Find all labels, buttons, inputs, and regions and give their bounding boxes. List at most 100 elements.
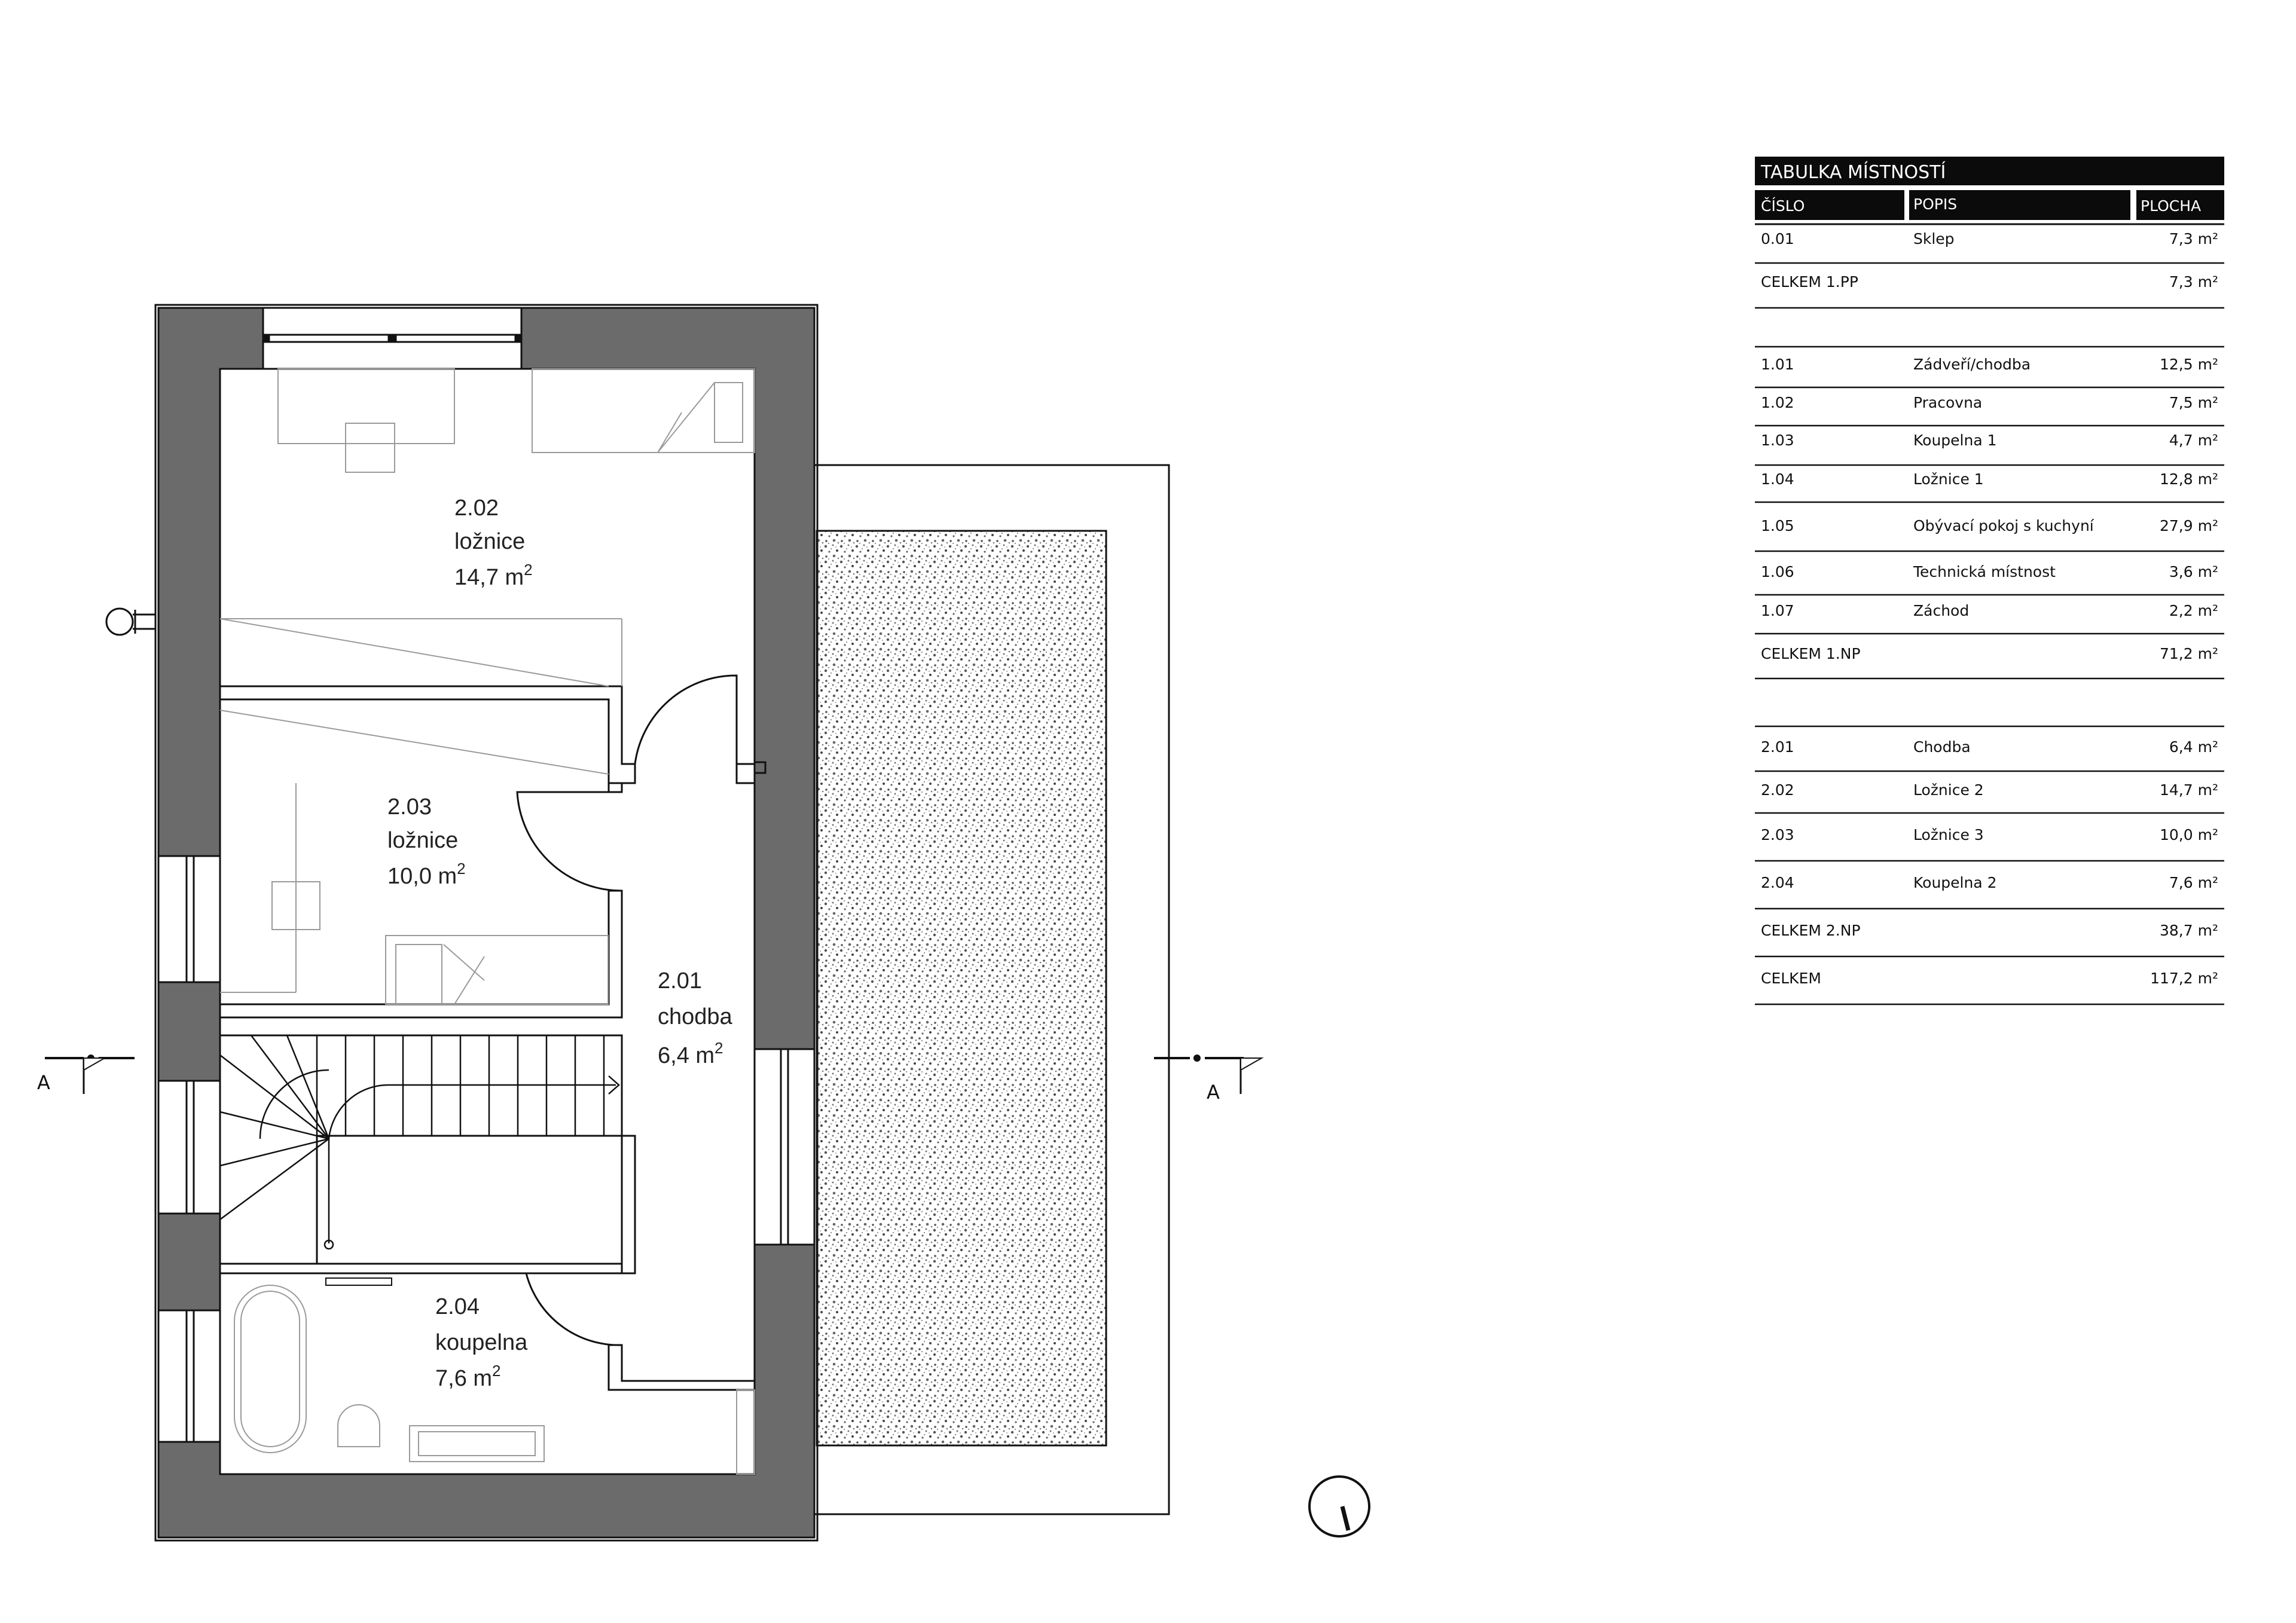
door-2-02: [634, 674, 738, 765]
north-arrow-icon: [1308, 1475, 1370, 1538]
row-area: 7,5 m²: [2169, 394, 2218, 411]
outlet-icon: [105, 607, 155, 636]
row-desc: Chodba: [1913, 738, 1971, 756]
row-desc: Ložnice 3: [1913, 826, 1984, 843]
row-desc: Ložnice 1: [1913, 470, 1984, 488]
row-number: 0.01: [1761, 230, 1794, 247]
row-desc: Sklep: [1913, 230, 1955, 247]
row-area: 38,7 m²: [2160, 922, 2218, 939]
row-desc: Koupelna 1: [1913, 432, 1997, 449]
room-2-01-number: 2.01: [658, 968, 702, 994]
table-title-bar: [1755, 157, 2224, 185]
table-row: 2.02 Ložnice 2 14,7 m²: [1761, 781, 2218, 799]
row-number: 1.03: [1761, 432, 1794, 449]
furniture: [219, 368, 755, 1475]
partitions: [219, 685, 756, 1391]
windows: [157, 307, 816, 1443]
table-row: CELKEM 1.PP 7,3 m²: [1761, 273, 2218, 291]
door-2-04: [525, 1272, 622, 1346]
row-area: 7,3 m²: [2169, 230, 2218, 247]
table-row: 1.04 Ložnice 1 12,8 m²: [1761, 470, 2218, 488]
staircase: [219, 1034, 623, 1265]
row-area: 12,5 m²: [2160, 356, 2218, 373]
table-title: TABULKA MÍSTNOSTÍ: [1760, 161, 1946, 183]
room-2-02-number: 2.02: [454, 496, 499, 521]
window-left-3: [157, 1309, 221, 1443]
header-desc: POPIS: [1913, 195, 1957, 213]
window-right: [753, 1048, 816, 1246]
row-number: 1.04: [1761, 470, 1794, 488]
room-table: TABULKA MÍSTNOSTÍ ČÍSLO POPIS PLOCHA 0.01 Skl…: [1755, 157, 2224, 1005]
row-area: 27,9 m²: [2160, 517, 2218, 534]
row-area: 7,6 m²: [2169, 874, 2218, 891]
room-2-02-name: ložnice: [454, 529, 525, 554]
room-2-03-area: 10,0 m2: [387, 860, 466, 889]
row-number: 2.04: [1761, 874, 1794, 891]
row-number: 1.01: [1761, 356, 1794, 373]
header-area: PLOCHA: [2141, 197, 2201, 215]
partition-stair: [621, 1135, 636, 1274]
row-number: CELKEM 1.NP: [1761, 645, 1861, 662]
room-labels: 2.02 ložnice 14,7 m2 2.03 ložnice 10,0 m…: [387, 496, 733, 1391]
table-row: 1.02 Pracovna 7,5 m²: [1761, 394, 2218, 411]
row-number: 2.01: [1761, 738, 1794, 756]
row-area: 6,4 m²: [2169, 738, 2218, 756]
table-row: 2.04 Koupelna 2 7,6 m²: [1761, 874, 2218, 891]
section-label-right: A: [1207, 1081, 1220, 1104]
row-number: 2.03: [1761, 826, 1794, 843]
room-2-04-area: 7,6 m2: [435, 1362, 501, 1391]
row-area: 2,2 m²: [2169, 602, 2218, 619]
row-desc: Koupelna 2: [1913, 874, 1997, 891]
section-mark-right: [1154, 1055, 1264, 1094]
table-row: 1.01 Zádveří/chodba 12,5 m²: [1761, 356, 2218, 373]
row-area: 7,3 m²: [2169, 273, 2218, 291]
row-desc: Zádveří/chodba: [1913, 356, 2031, 373]
row-area: 14,7 m²: [2160, 781, 2218, 799]
room-2-02-area: 14,7 m2: [454, 561, 533, 590]
wall-left-mid: [157, 981, 221, 1082]
wall-left-low: [157, 1212, 221, 1312]
table-row: CELKEM 1.NP 71,2 m²: [1761, 645, 2218, 662]
terrace: [812, 464, 1170, 1515]
table-row: 1.05 Obývací pokoj s kuchyní 27,9 m²: [1761, 517, 2218, 534]
row-desc: Technická místnost: [1913, 563, 2056, 580]
row-area: 71,2 m²: [2160, 645, 2218, 662]
building-outline: [154, 304, 819, 1542]
row-number: 1.06: [1761, 563, 1794, 580]
wall-bottom: [157, 1243, 816, 1539]
row-number: CELKEM: [1761, 970, 1821, 987]
room-2-04-name: koupelna: [435, 1330, 528, 1355]
room-2-03-name: ložnice: [387, 828, 458, 853]
header-desc-cell: [1909, 190, 2130, 220]
window-left-1: [157, 855, 221, 983]
row-area: 12,8 m²: [2160, 470, 2218, 488]
row-desc: Obývací pokoj s kuchyní: [1913, 517, 2095, 534]
table-row: 0.01 Sklep 7,3 m²: [1761, 230, 2218, 247]
table-row: CELKEM 2.NP 38,7 m²: [1761, 922, 2218, 939]
row-number: 1.07: [1761, 602, 1794, 619]
row-number: 1.02: [1761, 394, 1794, 411]
doors: [516, 674, 738, 1346]
row-desc: Ložnice 2: [1913, 781, 1984, 799]
gravel-area: [816, 530, 1107, 1447]
row-desc: Pracovna: [1913, 394, 1982, 411]
partition-bathroom: [219, 1263, 623, 1274]
room-2-01-name: chodba: [658, 1004, 733, 1029]
row-number: 2.02: [1761, 781, 1794, 799]
window-left-2: [157, 1080, 221, 1215]
table-row: 1.07 Záchod 2,2 m²: [1761, 602, 2218, 619]
row-number: 1.05: [1761, 517, 1794, 534]
table-row: 2.01 Chodba 6,4 m²: [1761, 738, 2218, 756]
row-number: CELKEM 1.PP: [1761, 273, 1858, 291]
row-number: CELKEM 2.NP: [1761, 922, 1861, 939]
header-number-cell: [1755, 190, 1904, 220]
header-number: ČÍSLO: [1761, 197, 1805, 215]
room-2-03-number: 2.03: [387, 794, 432, 820]
row-desc: Záchod: [1913, 602, 1969, 619]
header-area-cell: [2136, 190, 2224, 220]
door-2-03: [516, 791, 622, 892]
